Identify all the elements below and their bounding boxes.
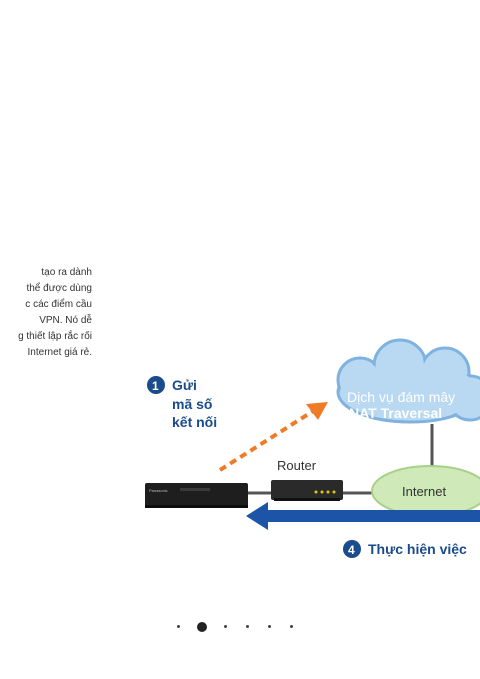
connect-arrow: [246, 502, 480, 530]
cloud-label-line1: Dịch vụ đám mây: [347, 389, 455, 405]
carousel-dot[interactable]: [177, 625, 180, 628]
step1-badge: [147, 376, 165, 394]
description-line: VPN. Nó dễ: [39, 315, 92, 326]
carousel-dot[interactable]: [290, 625, 293, 628]
device-brand: Panasonic: [149, 488, 168, 493]
carousel-dot-active[interactable]: [197, 622, 207, 632]
description-line: Internet giá rẻ.: [27, 347, 92, 358]
internet-label: Internet: [402, 484, 446, 499]
step1-line3: kết nối: [172, 414, 217, 430]
cloud-label-line2: NAT Traversal: [349, 405, 442, 421]
carousel-dots: [0, 617, 480, 637]
step1-line2: mã số: [172, 396, 213, 412]
carousel-dot[interactable]: [268, 625, 271, 628]
step4-badge: [343, 540, 361, 558]
description-line: thể được dùng: [26, 283, 92, 294]
router-label: Router: [277, 458, 317, 473]
description-line: g thiết lập rắc rối: [18, 331, 92, 342]
router-device: [271, 480, 343, 501]
step1-number: 1: [152, 379, 159, 393]
step4-number: 4: [348, 543, 355, 557]
description-text: tạo ra dành thể được dùng c các điểm cầu…: [0, 265, 92, 361]
step4-label: Thực hiện việc: [368, 541, 467, 557]
carousel-dot[interactable]: [246, 625, 249, 628]
description-line: c các điểm cầu: [25, 299, 92, 310]
carousel-dot[interactable]: [224, 625, 227, 628]
send-arrow: [218, 402, 328, 472]
cloud-shape: [336, 338, 480, 424]
description-line: tạo ra dành: [41, 267, 92, 278]
network-diagram: Dịch vụ đám mây NAT Traversal Internet R…: [145, 338, 480, 558]
recorder-device: [145, 483, 248, 508]
step1-line1: Gửi: [172, 377, 197, 393]
